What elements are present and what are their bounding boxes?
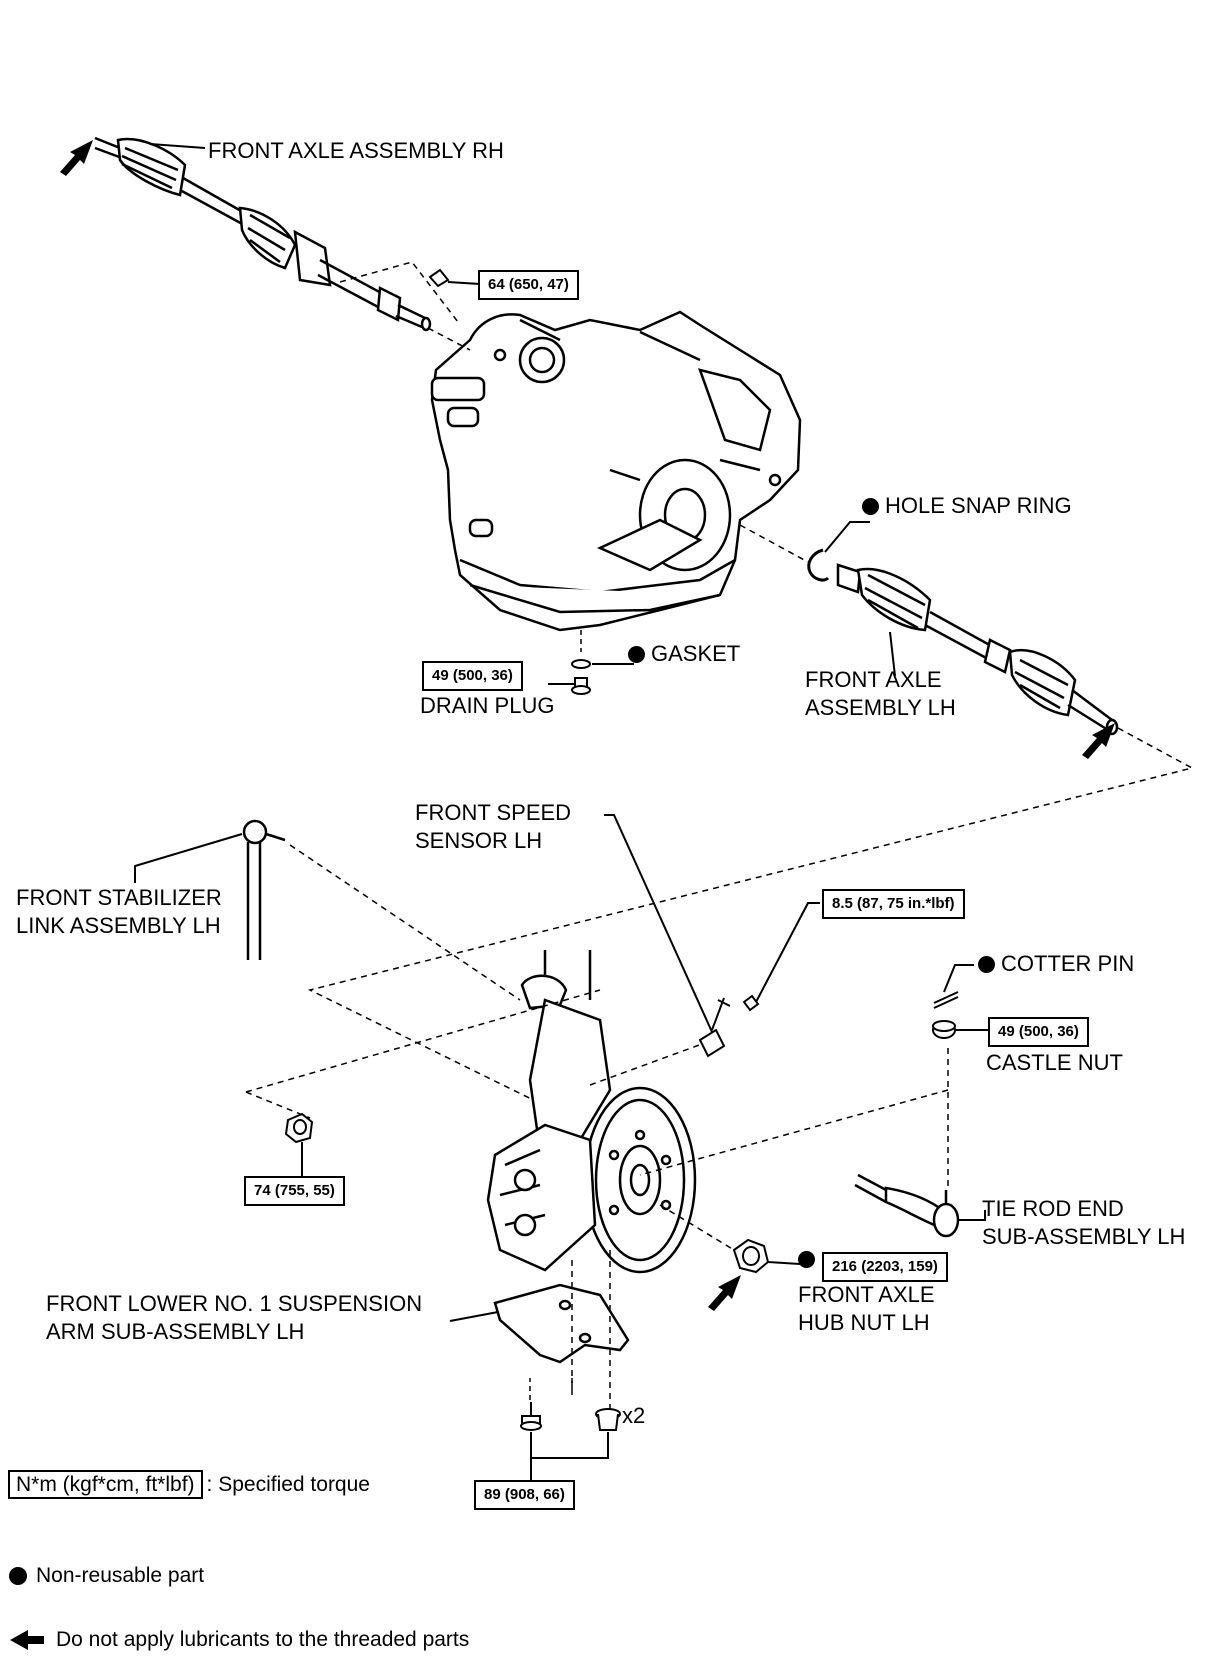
stabilizer-link <box>242 819 286 960</box>
label-cotter-pin: COTTER PIN <box>978 950 1134 978</box>
label-hole-snap-ring: HOLE SNAP RING <box>862 492 1072 520</box>
non-reusable-dot-icon <box>628 646 645 663</box>
non-reusable-dot-icon <box>798 1251 815 1268</box>
drain-plug-and-gasket <box>571 659 591 695</box>
torque-drain-plug: 49 (500, 36) <box>422 661 523 691</box>
label-drain-plug: DRAIN PLUG <box>420 693 555 718</box>
label-lower-arm-line2: ARM SUB-ASSEMBLY LH <box>46 1319 305 1344</box>
label-front-axle-rh: FRONT AXLE ASSEMBLY RH <box>208 138 504 163</box>
lower-suspension-arm <box>493 1283 630 1364</box>
lower-arm-nut <box>595 1408 621 1431</box>
label-castle-nut: CASTLE NUT <box>986 1050 1123 1075</box>
label-hub-nut-line1: FRONT AXLE <box>798 1282 935 1307</box>
axle-bolt <box>428 268 450 288</box>
no-lubricant-arrow-hub <box>708 1275 741 1311</box>
label-speed-sensor-line2: SENSOR LH <box>415 828 543 853</box>
no-lubricant-arrow-rh <box>60 140 93 176</box>
torque-stabilizer-nut: 74 (755, 55) <box>244 1176 345 1206</box>
legend-arrow-icon <box>10 1630 44 1650</box>
legend-torque: N*m (kgf*cm, ft*lbf): Specified torque <box>8 1470 370 1499</box>
torque-lower-arm-bolts: 89 (908, 66) <box>474 1480 575 1510</box>
hole-snap-ring <box>807 548 830 582</box>
transaxle-housing <box>430 310 802 632</box>
torque-castle-nut: 49 (500, 36) <box>988 1017 1089 1047</box>
label-hub-nut-line2: HUB NUT LH <box>798 1310 930 1335</box>
label-speed-sensor-line1: FRONT SPEED <box>415 800 572 825</box>
label-tie-rod-line1: TIE ROD END <box>982 1196 1124 1221</box>
non-reusable-dot-icon <box>862 498 879 515</box>
tie-rod-end <box>854 1173 960 1238</box>
front-axle-assembly-rh <box>94 136 432 332</box>
label-tie-rod-line2: SUB-ASSEMBLY LH <box>982 1224 1186 1249</box>
non-reusable-dot-icon <box>978 956 995 973</box>
legend-dot-icon <box>9 1567 27 1585</box>
label-stabilizer-line1: FRONT STABILIZER <box>16 885 222 910</box>
torque-hub-nut: 216 (2203, 159) <box>822 1252 948 1282</box>
front-axle-assembly-lh <box>836 563 1119 736</box>
gasket-text: GASKET <box>651 641 741 666</box>
legend-non-reusable: Non-reusable part <box>36 1564 205 1587</box>
castle-nut <box>932 1020 956 1039</box>
hole-snap-ring-text: HOLE SNAP RING <box>885 493 1072 518</box>
steering-knuckle-and-brake <box>486 950 697 1274</box>
no-lubricant-arrow-lh <box>1082 723 1115 759</box>
label-x2: x2 <box>622 1403 646 1428</box>
lower-arm-bolt <box>520 1402 542 1431</box>
legend-no-lubricant: Do not apply lubricants to the threaded … <box>56 1628 470 1651</box>
legend-torque-unit: N*m (kgf*cm, ft*lbf) <box>8 1470 203 1499</box>
stabilizer-nut <box>284 1112 314 1144</box>
label-lower-arm-line1: FRONT LOWER NO. 1 SUSPENSION <box>46 1291 423 1316</box>
cotter-pin <box>933 991 959 1009</box>
legend-torque-desc: : Specified torque <box>206 1473 370 1496</box>
label-gasket: GASKET <box>628 640 740 668</box>
cotter-pin-text: COTTER PIN <box>1001 951 1135 976</box>
torque-axle-bolt: 64 (650, 47) <box>478 270 579 300</box>
front-axle-hub-nut <box>732 1238 770 1274</box>
front-speed-sensor <box>698 994 760 1058</box>
hub-nut-dot <box>798 1251 821 1280</box>
label-front-axle-lh-line1: FRONT AXLE <box>805 667 942 692</box>
torque-speed-sensor: 8.5 (87, 75 in.*lbf) <box>822 889 965 919</box>
label-stabilizer-line2: LINK ASSEMBLY LH <box>16 913 221 938</box>
label-front-axle-lh-line2: ASSEMBLY LH <box>805 695 956 720</box>
